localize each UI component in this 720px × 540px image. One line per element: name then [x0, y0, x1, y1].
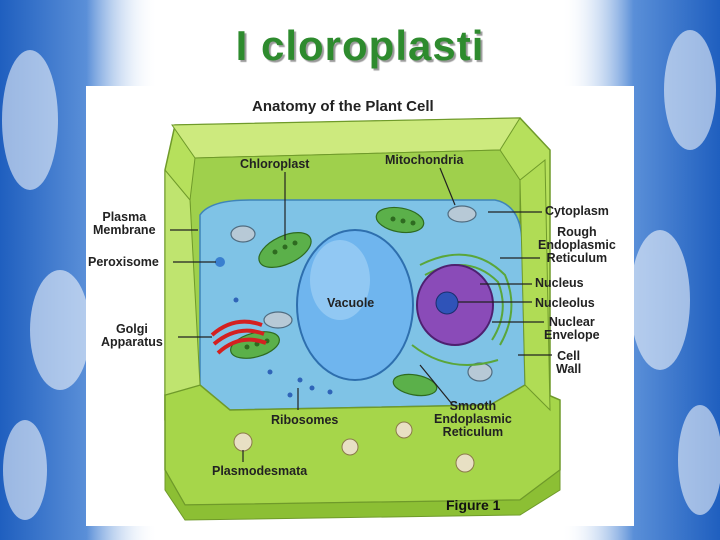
label-ribosomes: Ribosomes	[271, 413, 339, 427]
label-smooth-er: Smooth Endoplasmic Reticulum	[434, 399, 512, 439]
label-cytoplasm: Cytoplasm	[545, 204, 609, 218]
label-nucleus: Nucleus	[535, 276, 584, 290]
label-vacuole: Vacuole	[327, 296, 375, 310]
label-peroxisome: Peroxisome	[88, 255, 159, 269]
slide-title: I cloroplasti	[235, 22, 485, 69]
label-plasmodesmata: Plasmodesmata	[212, 464, 308, 478]
label-mitochondria: Mitochondria	[385, 153, 464, 167]
label-nucleolus: Nucleolus	[535, 296, 595, 310]
label-plasma-membrane: Plasma Membrane	[93, 210, 156, 237]
label-chloroplast: Chloroplast	[240, 157, 310, 171]
label-nuclear-envelope: Nuclear Envelope	[544, 315, 600, 342]
figure-title: Anatomy of the Plant Cell	[252, 98, 434, 115]
label-rough-er: Rough Endoplasmic Reticulum	[538, 225, 616, 265]
figure-caption: Figure 1	[446, 497, 501, 513]
label-golgi-apparatus: Golgi Apparatus	[101, 322, 163, 349]
label-cell-wall: Cell Wall	[556, 349, 582, 376]
